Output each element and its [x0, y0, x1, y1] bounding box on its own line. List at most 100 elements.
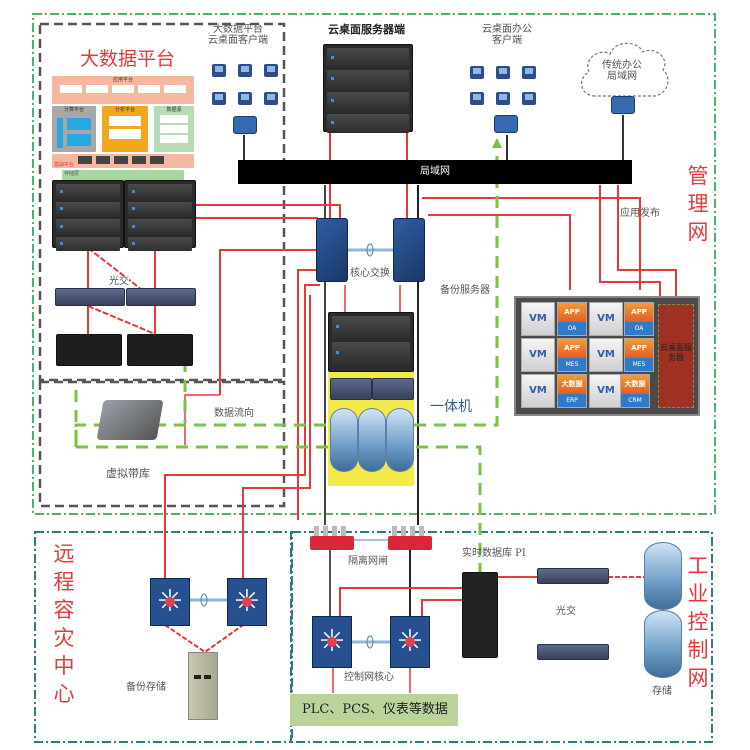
switch-icon [494, 115, 518, 133]
realtime-db-server [462, 572, 498, 658]
all-in-one-label: 一体机 [430, 399, 472, 415]
bigdata-server-rack-left [52, 180, 124, 252]
pc-icon [496, 66, 510, 79]
vm-tile: VM [589, 374, 623, 408]
plc-data-panel: PLC、PCS、仪表等数据 [290, 694, 458, 726]
pc-icon [470, 92, 484, 105]
pc-icon [264, 64, 278, 77]
remote-dr-title: 远 程 容 灾 中 心 [53, 542, 75, 706]
gateway-firewall-left [310, 526, 354, 550]
storage-layer-label: 存储层 [64, 171, 80, 177]
data-source-layer: 数据源 [154, 106, 194, 152]
backup-storage-icon [188, 652, 218, 720]
pc-icon [264, 92, 278, 105]
dr-switch-left [150, 578, 190, 626]
bigdata-stack: 应用平台 计算平台 分析平台 数据源 基础平台 存储层 [52, 76, 194, 182]
industrial-optical-switch-label: 光交 [556, 606, 576, 617]
bigdata-storage-right [127, 334, 193, 366]
cloud-icon [581, 42, 669, 97]
bigdata-optical-switch-right [126, 288, 196, 306]
pc-icon [470, 66, 484, 79]
traditional-office-lan-label: 传统办公 局域网 [602, 60, 642, 82]
vm-tile: VM [589, 302, 623, 336]
pc-icon [522, 66, 536, 79]
switch-icon [611, 96, 635, 114]
switch-icon [233, 116, 257, 134]
control-core-label: 控制网核心 [344, 672, 394, 683]
analysis-layer-label: 分析平台 [114, 107, 135, 113]
pc-icon [212, 92, 226, 105]
cloud-desktop-server-panel: 云桌面服务器 [658, 304, 694, 408]
all-in-one-appliance [328, 312, 414, 486]
pc-icon [496, 92, 510, 105]
pc-icon [212, 64, 226, 77]
compute-layer-label: 计算平台 [63, 107, 84, 113]
data-source-layer-label: 数据源 [166, 107, 182, 113]
database-icon [358, 408, 386, 472]
analysis-layer: 分析平台 [102, 106, 148, 152]
control-core-switch-left [312, 616, 352, 668]
lan-bar: 局域网 [238, 160, 632, 184]
database-icon [386, 408, 414, 472]
pc-icon [522, 92, 536, 105]
data-flow-label: 数据流向 [214, 408, 254, 419]
vm-tile: VM [521, 338, 555, 372]
virtual-tape-zone-border [38, 380, 286, 508]
industrial-zone-border [291, 531, 713, 743]
app-publish-label: 应用发布 [620, 208, 660, 219]
gateway-firewall-right [388, 526, 432, 550]
bigdata-server-rack-right [124, 180, 196, 252]
application-layer: 应用平台 [52, 76, 194, 104]
bigdata-storage-left [56, 334, 122, 366]
realtime-db-label: 实时数据库 PI [462, 548, 526, 559]
cloud-desktop-server [323, 44, 413, 133]
database-icon [330, 408, 358, 472]
backup-storage-label: 备份存储 [126, 682, 166, 693]
bigdata-desktop-clients-label: 大数据平台 云桌面客户端 [208, 24, 268, 46]
storage-layer: 存储层 [62, 170, 184, 182]
industrial-optical-switch-top [537, 568, 609, 584]
virtual-tape-library-icon [96, 400, 164, 440]
storage-database-icon [644, 610, 682, 678]
vm-tile: VM [521, 374, 555, 408]
storage-label: 存储 [652, 686, 672, 697]
cloud-desktop-server-panel-label: 云桌面服务器 [660, 343, 692, 362]
management-zone-border [32, 13, 716, 515]
core-switch-label: 核心交换 [350, 268, 390, 279]
bigdata-optical-switch-left [55, 288, 125, 306]
base-layer-label: 基础平台 [54, 162, 75, 168]
storage-database-icon [644, 542, 682, 610]
compute-layer: 计算平台 [52, 106, 96, 152]
bigdata-platform-title: 大数据平台 [80, 48, 176, 70]
gateway-label: 隔离网闸 [348, 556, 388, 567]
cloud-desktop-server-label: 云桌面服务器端 [328, 23, 405, 36]
backup-server-label: 备份服务器 [440, 285, 490, 296]
lan-bar-label: 局域网 [420, 166, 450, 177]
bigdata-optical-switch-label: 光交 [109, 276, 129, 287]
virtual-tape-label: 虚拟带库 [106, 467, 150, 480]
core-switch-right [393, 218, 425, 282]
management-net-title: 管 理 网 [687, 164, 709, 244]
control-core-switch-right [390, 616, 430, 668]
application-layer-label: 应用平台 [112, 77, 133, 83]
core-switch-left [316, 218, 348, 282]
vm-tile: VM [521, 302, 555, 336]
industrial-control-title: 工 业 控 制 网 [687, 554, 709, 690]
base-layer: 基础平台 [52, 154, 194, 168]
cloud-office-clients-label: 云桌面办公 客户端 [482, 24, 532, 46]
pc-icon [238, 64, 252, 77]
pc-icon [238, 92, 252, 105]
dr-switch-right [227, 578, 267, 626]
bigdata-zone-border [38, 22, 286, 382]
industrial-optical-switch-bottom [537, 644, 609, 660]
remote-dr-zone-border [34, 531, 292, 743]
